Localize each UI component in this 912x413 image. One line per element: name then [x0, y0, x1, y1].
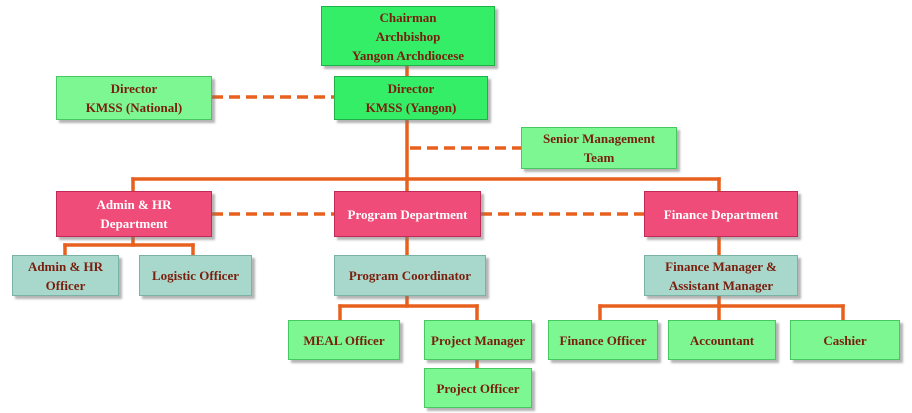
project-officer-box: Project Officer — [424, 368, 532, 408]
chairman-box: Chairman Archbishop Yangon Archdiocese — [321, 6, 495, 66]
finance-department-box: Finance Department — [644, 191, 798, 237]
program-department-box: Program Department — [334, 191, 481, 237]
admin-hr-department-box: Admin & HR Department — [56, 191, 212, 237]
finance-officer-box: Finance Officer — [548, 320, 658, 360]
director-yangon-box: Director KMSS (Yangon) — [334, 76, 488, 120]
senior-management-box: Senior Management Team — [521, 127, 677, 169]
cashier-box: Cashier — [790, 320, 900, 360]
director-national-box: Director KMSS (National) — [56, 76, 212, 120]
logistic-officer-box: Logistic Officer — [139, 255, 252, 296]
project-manager-box: Project Manager — [424, 320, 532, 360]
finance-manager-box: Finance Manager & Assistant Manager — [644, 255, 798, 296]
meal-officer-box: MEAL Officer — [288, 320, 400, 360]
accountant-box: Accountant — [668, 320, 776, 360]
admin-hr-officer-box: Admin & HR Officer — [12, 255, 119, 296]
program-coordinator-box: Program Coordinator — [334, 255, 486, 296]
